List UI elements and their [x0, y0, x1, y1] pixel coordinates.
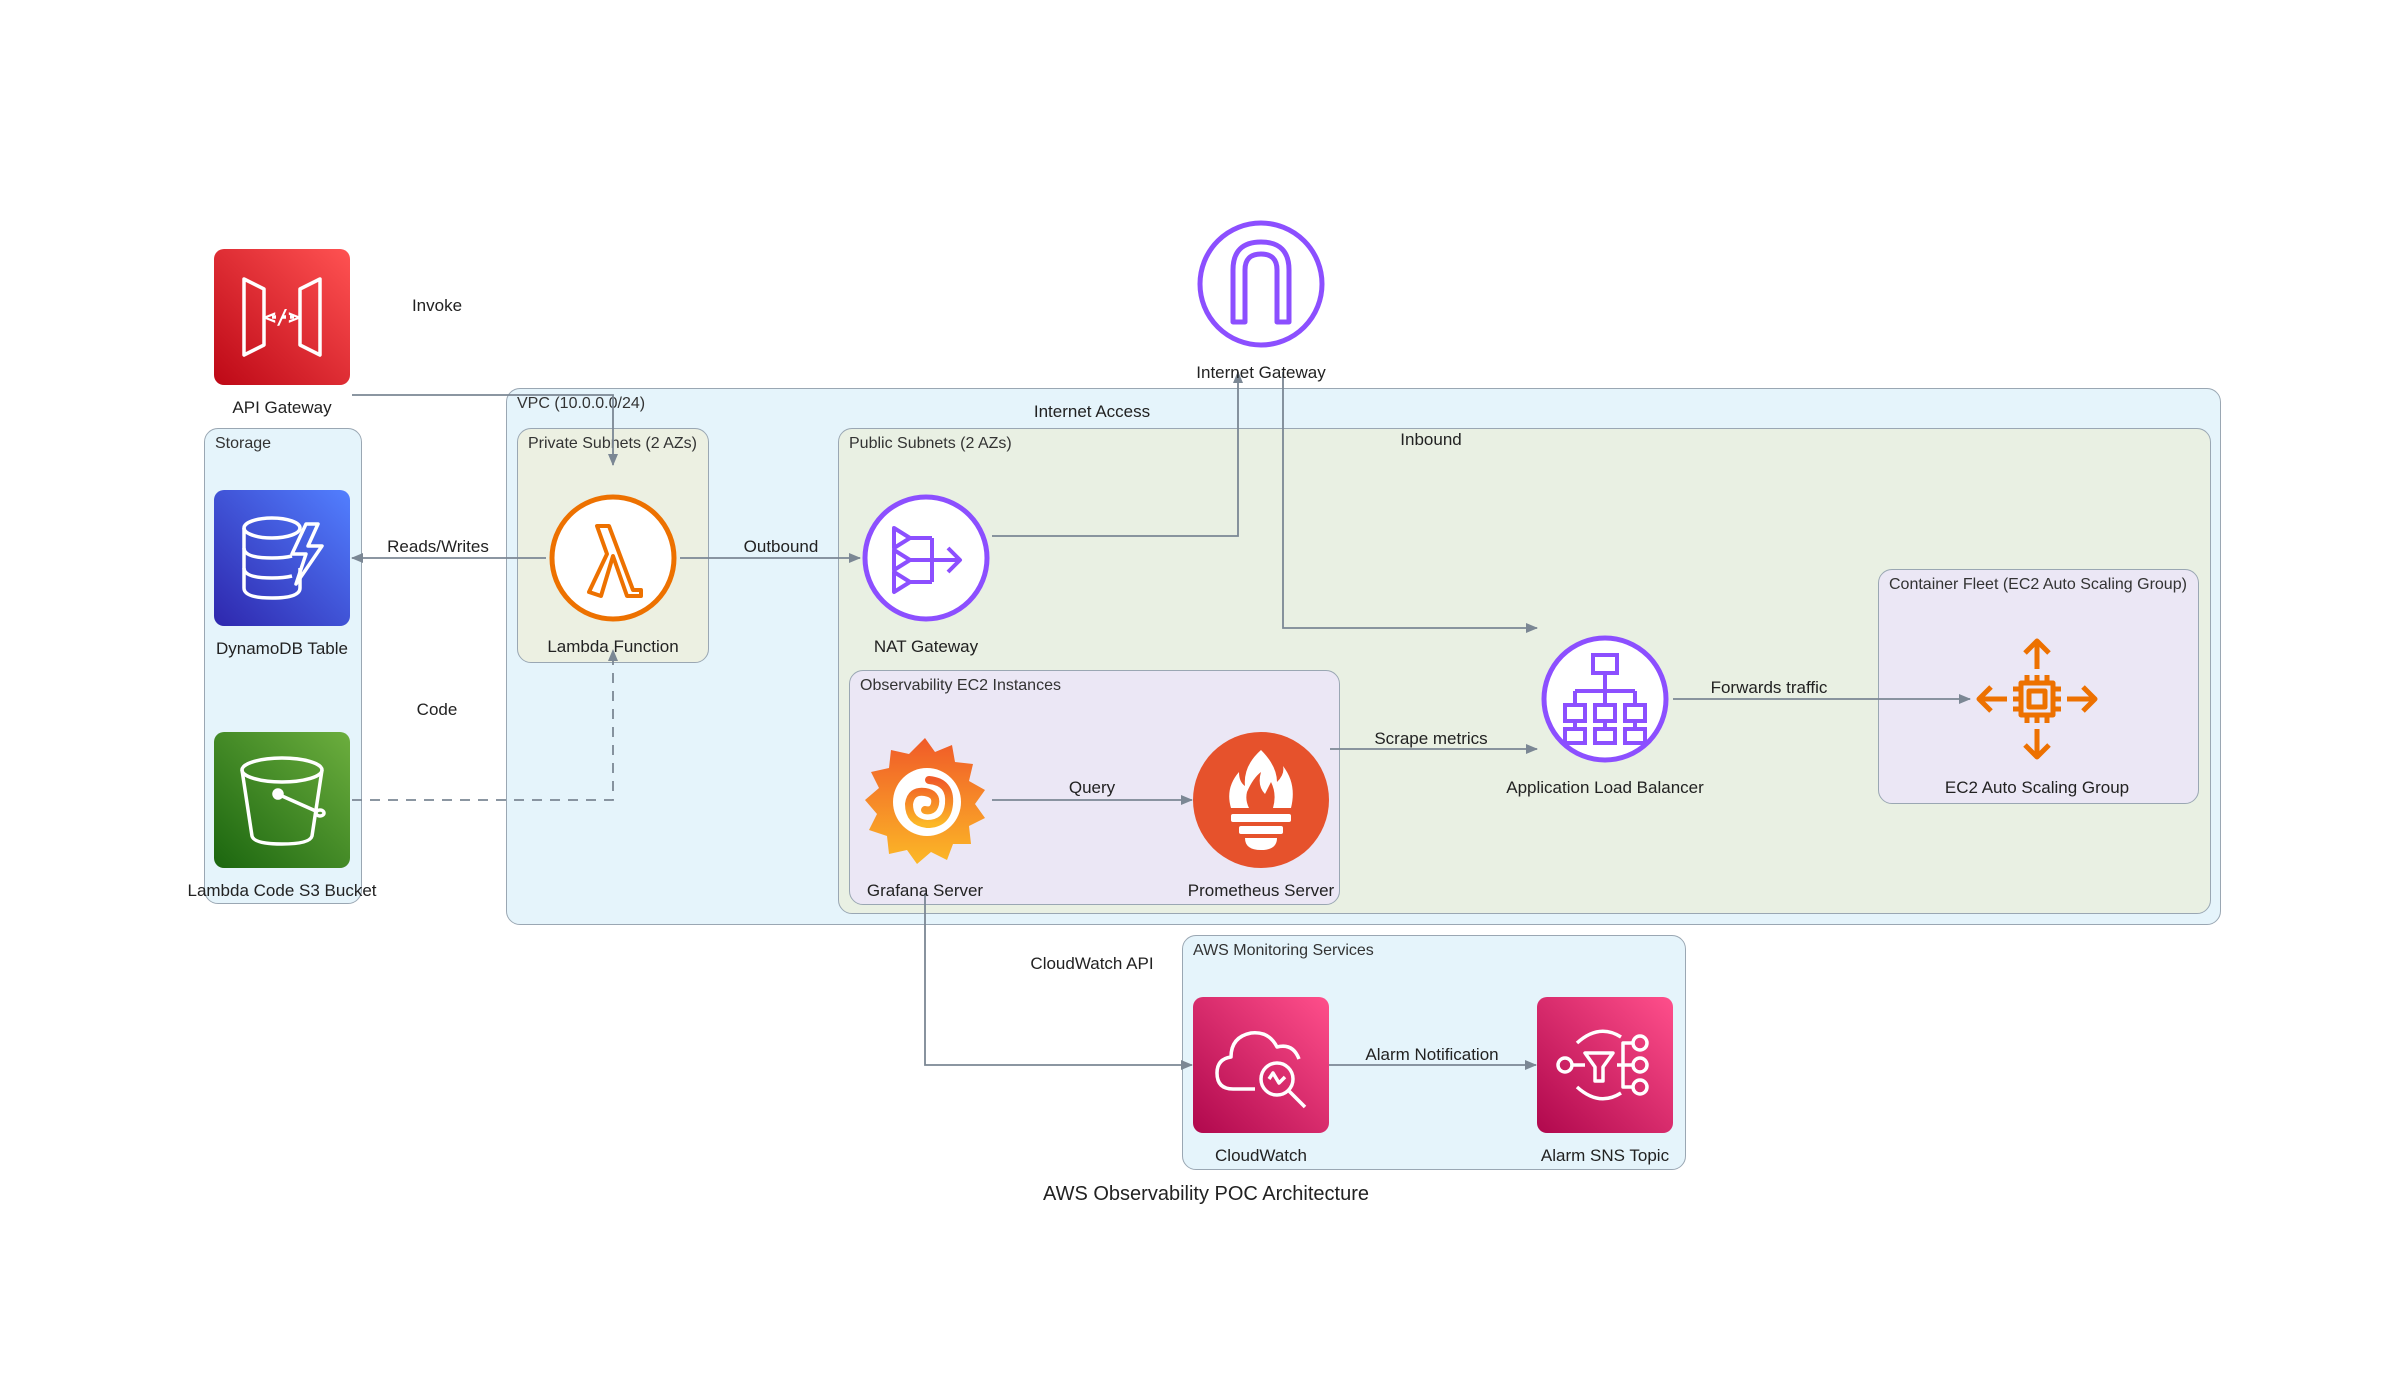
grafana-label: Grafana Server	[866, 881, 984, 900]
edge-label-internet-access: Internet Access	[1033, 402, 1151, 421]
s3-label: Lambda Code S3 Bucket	[187, 881, 377, 900]
observability-cluster-label: Observability EC2 Instances	[860, 677, 1061, 694]
prometheus-node: Prometheus Server	[1151, 732, 1371, 901]
lambda-label: Lambda Function	[547, 637, 679, 656]
lambda-node: Lambda Function	[503, 492, 723, 657]
diagram-title: AWS Observability POC Architecture	[1042, 1183, 1370, 1205]
edge-invoke	[352, 394, 618, 466]
edge-label-reads-writes: Reads/Writes	[387, 537, 489, 556]
edge-label-invoke: Invoke	[411, 296, 463, 315]
api-gateway-label: API Gateway	[232, 398, 332, 417]
public-subnets-label: Public Subnets (2 AZs)	[849, 435, 1012, 452]
auto-scaling-icon	[1976, 638, 2098, 760]
internet-gateway-node: Internet Gateway	[1151, 218, 1371, 383]
edge-label-code: Code	[416, 700, 458, 719]
prometheus-label: Prometheus Server	[1187, 881, 1335, 900]
s3-node: Lambda Code S3 Bucket	[172, 732, 392, 901]
edge-code	[352, 649, 618, 801]
api-gateway-icon: </>	[214, 249, 350, 385]
edge-cloudwatch-api	[924, 893, 1193, 1070]
edge-label-cloudwatch-api: CloudWatch API	[1030, 954, 1154, 973]
asg-label: EC2 Auto Scaling Group	[1944, 778, 2130, 797]
container-fleet-cluster: Container Fleet (EC2 Auto Scaling Group)	[1878, 569, 2199, 804]
alb-label: Application Load Balancer	[1506, 778, 1704, 797]
edge-label-inbound: Inbound	[1400, 430, 1462, 449]
dynamodb-label: DynamoDB Table	[216, 639, 348, 658]
edge-inbound	[1282, 372, 1538, 633]
internet-gateway-label: Internet Gateway	[1196, 363, 1326, 382]
nat-gateway-label: NAT Gateway	[873, 637, 979, 656]
sns-topic-icon	[1537, 997, 1673, 1133]
asg-node: EC2 Auto Scaling Group	[1927, 633, 2147, 798]
edge-label-outbound: Outbound	[743, 537, 819, 556]
monitoring-cluster-label: AWS Monitoring Services	[1193, 942, 1374, 959]
storage-cluster-label: Storage	[215, 435, 272, 452]
edge-internet-access	[992, 371, 1243, 537]
lambda-icon	[549, 494, 677, 622]
svg-text:</>: </>	[264, 305, 300, 329]
alb-node: Application Load Balancer	[1495, 633, 1715, 798]
nat-gateway-icon	[862, 494, 990, 622]
edge-label-forwards-traffic: Forwards traffic	[1710, 678, 1828, 697]
cloudwatch-label: CloudWatch	[1215, 1146, 1307, 1165]
cloudwatch-node: CloudWatch	[1151, 997, 1371, 1166]
s3-bucket-icon	[214, 732, 350, 868]
sns-node: Alarm SNS Topic	[1495, 997, 1715, 1166]
sns-label: Alarm SNS Topic	[1540, 1146, 1670, 1165]
edge-label-scrape-metrics: Scrape metrics	[1374, 729, 1488, 748]
cloudwatch-icon	[1193, 997, 1329, 1133]
edge-label-query: Query	[1068, 778, 1116, 797]
dynamodb-node: DynamoDB Table	[172, 490, 392, 659]
api-gateway-node: </> API Gateway	[172, 249, 392, 418]
dynamodb-icon	[214, 490, 350, 626]
grafana-node: Grafana Server	[815, 732, 1035, 901]
prometheus-icon	[1193, 732, 1329, 868]
container-fleet-label: Container Fleet (EC2 Auto Scaling Group)	[1889, 576, 2187, 593]
edge-label-alarm-notification: Alarm Notification	[1365, 1045, 1499, 1064]
load-balancer-icon	[1541, 635, 1669, 763]
nat-gateway-node: NAT Gateway	[816, 492, 1036, 657]
grafana-icon	[865, 738, 985, 864]
internet-gateway-icon	[1197, 220, 1325, 348]
